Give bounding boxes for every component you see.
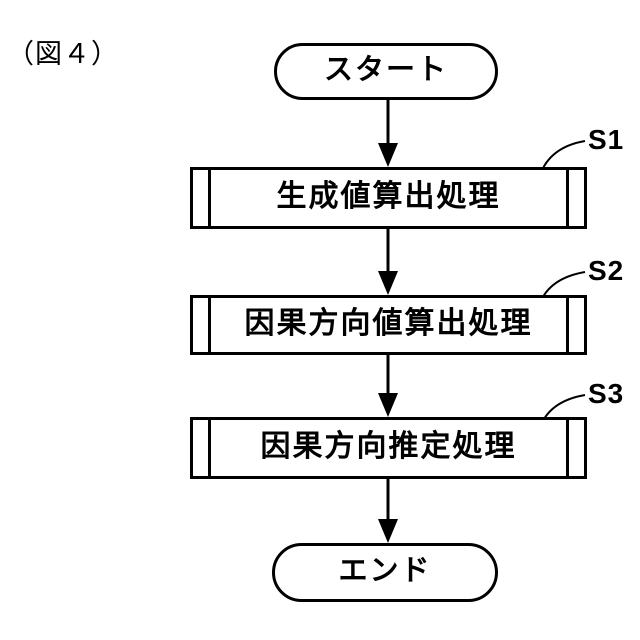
end-label: エンド bbox=[338, 555, 432, 587]
process-step-s3-label: 因果方向推定処理 bbox=[260, 430, 517, 463]
subprocess-right-bar bbox=[566, 170, 584, 226]
subprocess-left-bar bbox=[193, 298, 211, 352]
figure-label: （図４） bbox=[7, 39, 119, 69]
arrowhead-down-icon bbox=[378, 143, 398, 167]
end-terminal: エンド bbox=[272, 543, 498, 602]
arrow-s1-to-s2 bbox=[378, 229, 398, 295]
process-step-s2-label: 因果方向値算出処理 bbox=[244, 307, 533, 340]
subprocess-right-bar bbox=[566, 298, 584, 352]
step-id-s2: S2 bbox=[588, 255, 625, 286]
start-terminal: スタート bbox=[274, 43, 498, 100]
step-id-s3: S3 bbox=[588, 378, 625, 409]
process-step-s2: 因果方向値算出処理 bbox=[190, 295, 587, 355]
process-step-s1: 生成値算出処理 bbox=[190, 167, 587, 229]
arrowhead-down-icon bbox=[378, 519, 398, 543]
arrowhead-down-icon bbox=[378, 393, 398, 417]
arrowhead-down-icon bbox=[378, 271, 398, 295]
arrow-s3-to-end bbox=[378, 479, 398, 543]
arrow-s2-to-s3 bbox=[378, 355, 398, 417]
process-step-s1-label: 生成値算出処理 bbox=[276, 180, 501, 213]
subprocess-left-bar bbox=[193, 420, 211, 476]
start-label: スタート bbox=[323, 54, 448, 86]
subprocess-right-bar bbox=[566, 420, 584, 476]
subprocess-left-bar bbox=[193, 170, 211, 226]
arrow-start-to-s1 bbox=[378, 100, 398, 167]
step-id-s1: S1 bbox=[588, 124, 625, 155]
process-step-s3: 因果方向推定処理 bbox=[190, 417, 587, 479]
